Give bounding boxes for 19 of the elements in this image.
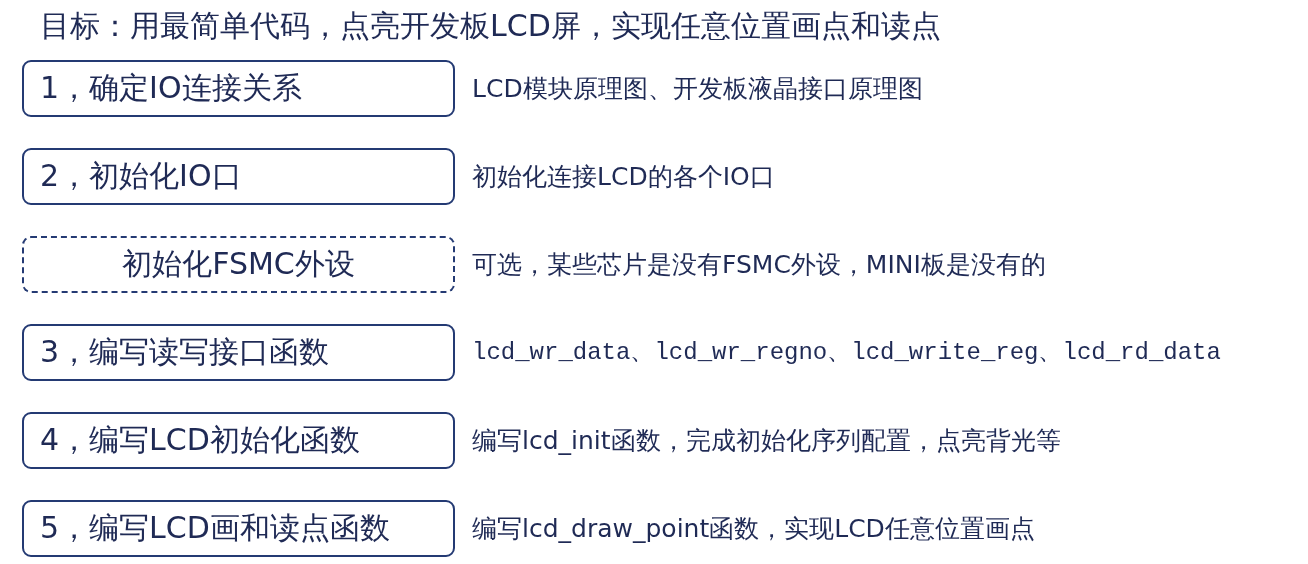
- step-label: 4，编写LCD初始化函数: [39, 421, 360, 459]
- title: 目标：用最简单代码，点亮开发板LCD屏，实现任意位置画点和读点: [40, 7, 941, 45]
- step-description: 初始化连接LCD的各个IO口: [472, 161, 775, 193]
- step-label: 初始化FSMC外设: [122, 245, 355, 283]
- step-label: 5，编写LCD画和读点函数: [39, 509, 390, 547]
- step-description: lcd_wr_data、lcd_wr_regno、lcd_write_reg、lcd_rd_data: [472, 338, 1221, 368]
- optional-step-box: [22, 236, 455, 293]
- step-label: 1，确定IO连接关系: [39, 69, 302, 107]
- step-box: [22, 60, 455, 117]
- step-description: 可选，某些芯片是没有FSMC外设，MINI板是没有的: [472, 249, 1046, 281]
- step-box: [22, 500, 455, 557]
- step-description: LCD模块原理图、开发板液晶接口原理图: [472, 73, 923, 105]
- step-label: 3，编写读写接口函数: [39, 333, 330, 371]
- step-box: [22, 324, 455, 381]
- step-box: [22, 148, 455, 205]
- step-box: [22, 412, 455, 469]
- step-description: 编写lcd_init函数，完成初始化序列配置，点亮背光等: [472, 425, 1061, 457]
- step-description: 编写lcd_draw_point函数，实现LCD任意位置画点: [472, 513, 1035, 545]
- step-label: 2，初始化IO口: [39, 157, 242, 195]
